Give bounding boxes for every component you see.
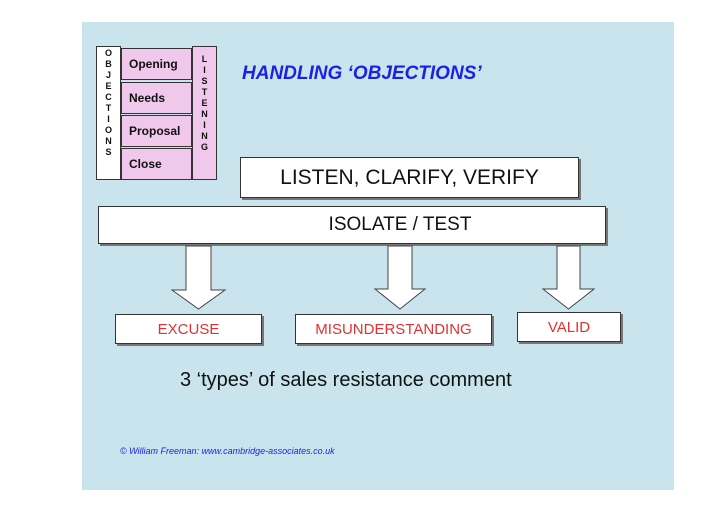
page-title: HANDLING ‘OBJECTIONS’	[242, 63, 482, 84]
objections-letter: S	[105, 147, 112, 157]
down-arrow-icon	[541, 245, 596, 310]
stage-close: Close	[121, 148, 192, 180]
objections-letter: O	[104, 48, 112, 58]
listening-letter: E	[201, 98, 208, 108]
stage-proposal: Proposal	[121, 115, 192, 147]
down-arrow-icon	[170, 245, 227, 310]
objections-letter: N	[105, 136, 112, 146]
objections-letter: E	[105, 81, 112, 91]
isolate-test-box: ISOLATE / TEST	[98, 206, 606, 244]
copyright-footer: © William Freeman: www.cambridge-associa…	[120, 446, 335, 456]
listening-letter: I	[203, 120, 206, 130]
outcome-misunderstanding: MISUNDERSTANDING	[295, 314, 492, 344]
stage-opening: Opening	[121, 48, 192, 80]
caption: 3 ‘types’ of sales resistance comment	[180, 369, 512, 391]
listen-clarify-verify-box: LISTEN, CLARIFY, VERIFY	[240, 157, 579, 198]
objections-letter: J	[105, 70, 111, 80]
objections-letter: C	[105, 92, 112, 102]
listening-letter: L	[201, 54, 208, 64]
objections-letter: T	[105, 103, 112, 113]
listening-letter: T	[201, 87, 208, 97]
listening-letter: I	[203, 65, 206, 75]
outcome-valid: VALID	[517, 312, 621, 342]
listening-letter: N	[201, 109, 208, 119]
outcome-excuse: EXCUSE	[115, 314, 262, 344]
objections-letter: I	[107, 114, 110, 124]
down-arrow-icon	[373, 245, 427, 310]
listening-letter: S	[201, 76, 208, 86]
stage-needs: Needs	[121, 82, 192, 114]
objections-letter: B	[105, 59, 112, 69]
listening-letter: G	[200, 142, 208, 152]
listening-letter: N	[201, 131, 208, 141]
objections-letter: O	[104, 125, 112, 135]
